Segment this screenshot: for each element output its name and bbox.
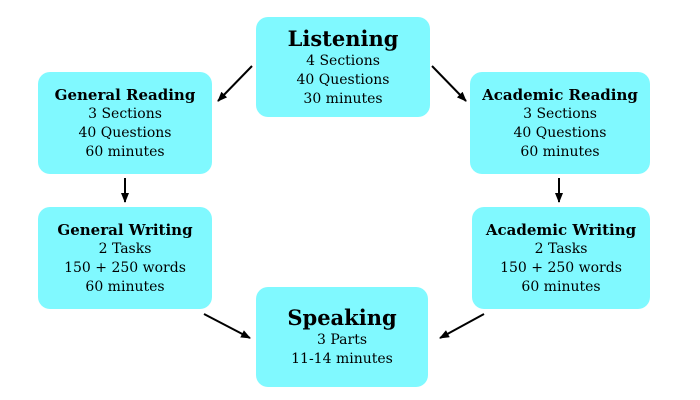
listening-questions: 40 Questions [296, 71, 390, 88]
general-writing-words: 150 + 250 words [64, 259, 186, 276]
arrow-listening-to-academic-reading [431, 65, 467, 102]
arrow-general-writing-to-speaking [203, 313, 251, 339]
general-writing-duration: 60 minutes [85, 278, 165, 295]
general-reading-sections: 3 Sections [88, 105, 162, 122]
listening-duration: 30 minutes [303, 90, 383, 107]
academic-writing-words: 150 + 250 words [500, 259, 622, 276]
general-writing-box: General Writing 2 Tasks 150 + 250 words … [38, 207, 212, 309]
general-writing-tasks: 2 Tasks [98, 240, 152, 257]
general-reading-title: General Reading [54, 85, 196, 104]
academic-reading-title: Academic Reading [482, 85, 638, 104]
general-reading-box: General Reading 3 Sections 40 Questions … [38, 72, 212, 174]
academic-writing-tasks: 2 Tasks [534, 240, 588, 257]
general-reading-duration: 60 minutes [85, 143, 165, 160]
general-writing-title: General Writing [57, 220, 193, 239]
speaking-box: Speaking 3 Parts 11-14 minutes [256, 287, 428, 387]
listening-sections: 4 Sections [306, 52, 380, 69]
listening-box: Listening 4 Sections 40 Questions 30 min… [256, 17, 430, 117]
speaking-duration: 11-14 minutes [291, 351, 393, 367]
speaking-parts: 3 Parts [317, 332, 367, 348]
general-reading-questions: 40 Questions [78, 124, 172, 141]
speaking-title: Speaking [287, 305, 397, 330]
listening-title: Listening [287, 25, 399, 51]
academic-reading-duration: 60 minutes [520, 143, 600, 160]
arrow-listening-to-general-reading [217, 65, 253, 102]
arrow-academic-writing-to-speaking [439, 313, 485, 339]
academic-reading-questions: 40 Questions [513, 124, 607, 141]
academic-reading-box: Academic Reading 3 Sections 40 Questions… [470, 72, 650, 174]
academic-reading-sections: 3 Sections [523, 105, 597, 122]
academic-writing-box: Academic Writing 2 Tasks 150 + 250 words… [472, 207, 650, 309]
academic-writing-duration: 60 minutes [521, 278, 601, 295]
academic-writing-title: Academic Writing [485, 220, 637, 239]
